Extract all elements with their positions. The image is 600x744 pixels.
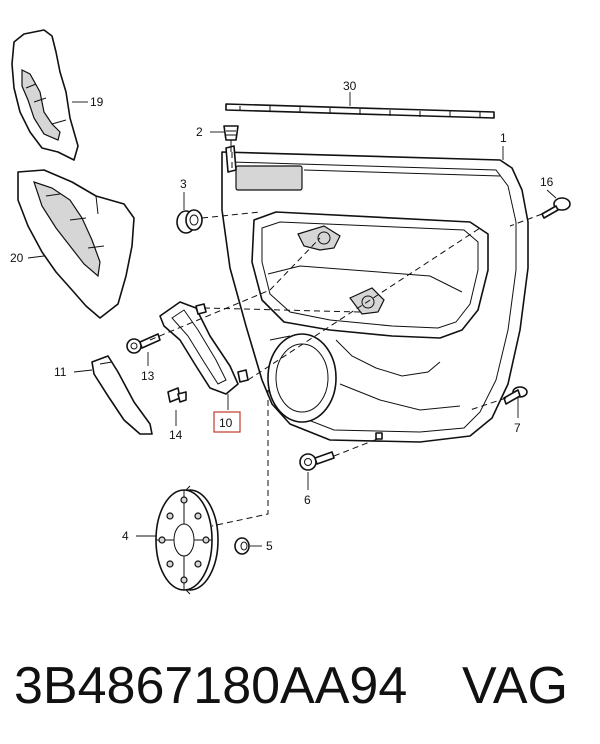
part-16-screw: [541, 197, 571, 219]
callout-14: 14: [169, 428, 183, 442]
part-2-clip: [223, 125, 239, 152]
part-20-insulation: [17, 169, 135, 319]
part-11-cover-strip: [91, 355, 153, 435]
callout-11: 11: [54, 365, 67, 379]
part-13-screw: [126, 333, 161, 354]
part-6-screw: [299, 451, 335, 471]
callout-3: 3: [180, 177, 187, 191]
callout-20: 20: [10, 251, 24, 265]
callout-30: 30: [343, 79, 357, 93]
part-7-screw: [503, 386, 528, 405]
leader-lines: [27, 92, 557, 547]
callout-4: 4: [122, 529, 129, 543]
part-3-grommet: [176, 209, 203, 234]
part-1-door-trim-panel: [221, 145, 529, 443]
callout-5: 5: [266, 539, 273, 553]
part-10-handle-grip: [159, 301, 249, 395]
brand-name: VAG: [462, 657, 568, 715]
part-5-cap: [234, 537, 250, 555]
callout-7: 7: [514, 421, 521, 435]
callout-10: 10: [219, 416, 233, 430]
part-number: 3B4867180AA94: [14, 657, 408, 715]
callout-10-box: [213, 411, 241, 433]
callout-6: 6: [304, 493, 311, 507]
part-30-seal-strip: [225, 103, 495, 119]
callout-19: 19: [90, 95, 104, 109]
footer: 3B4867180AA94 VAG: [0, 646, 600, 726]
part-14-clip: [167, 387, 187, 403]
callout-16: 16: [540, 175, 554, 189]
callout-2: 2: [196, 125, 203, 139]
part-19-insulation: [11, 29, 79, 161]
callout-13: 13: [141, 369, 155, 383]
callouts: 19 20 30 1 2 3 16 7 13 6 11 14 4 5 10: [10, 79, 554, 553]
callout-1: 1: [500, 131, 507, 145]
exploded-parts-diagram: 19 20 30 1 2 3 16 7 13 6 11 14 4 5 10: [10, 29, 571, 595]
part-4-speaker-grille: [155, 485, 219, 595]
